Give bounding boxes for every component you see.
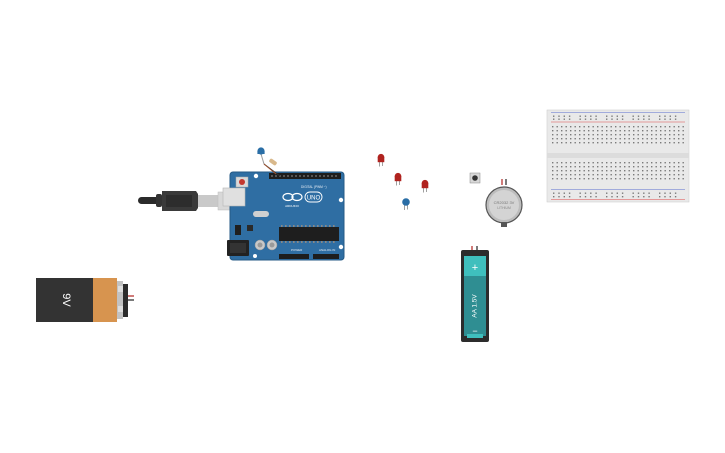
pushbutton[interactable] xyxy=(469,172,481,184)
breadboard[interactable] xyxy=(546,109,690,203)
arduino-analog-label: ANALOG IN xyxy=(319,248,335,252)
battery-aa[interactable]: + − AA 1.5V xyxy=(459,246,491,344)
blue-led[interactable] xyxy=(401,197,411,211)
red-led-2[interactable] xyxy=(393,172,403,186)
arduino-digital-label: DIGITAL (PWM ~) xyxy=(301,185,327,189)
battery-aa-label: AA 1.5V xyxy=(472,294,479,318)
breadboard-holes[interactable] xyxy=(552,115,684,198)
arduino-uno-logo: UNO xyxy=(307,196,321,202)
arduino-uno-board[interactable]: DIGITAL (PWM ~) UNO ARDUINO xyxy=(222,170,347,262)
led-with-resistor[interactable] xyxy=(254,144,284,178)
coin-cell-battery[interactable]: CR2032 3V LITHIUM xyxy=(484,178,526,230)
battery-9v[interactable]: 9V xyxy=(36,276,136,324)
coin-cell-sublabel: LITHIUM xyxy=(497,206,511,210)
red-led-3[interactable] xyxy=(420,179,430,193)
arduino-power-label: POWER xyxy=(291,248,303,252)
red-led-1[interactable] xyxy=(376,153,386,167)
arduino-brand: ARDUINO xyxy=(285,204,300,208)
battery-aa-minus: − xyxy=(472,326,477,336)
battery-9v-label: 9V xyxy=(60,293,72,307)
coin-cell-label: CR2032 3V xyxy=(494,200,515,205)
battery-aa-plus: + xyxy=(472,262,478,274)
